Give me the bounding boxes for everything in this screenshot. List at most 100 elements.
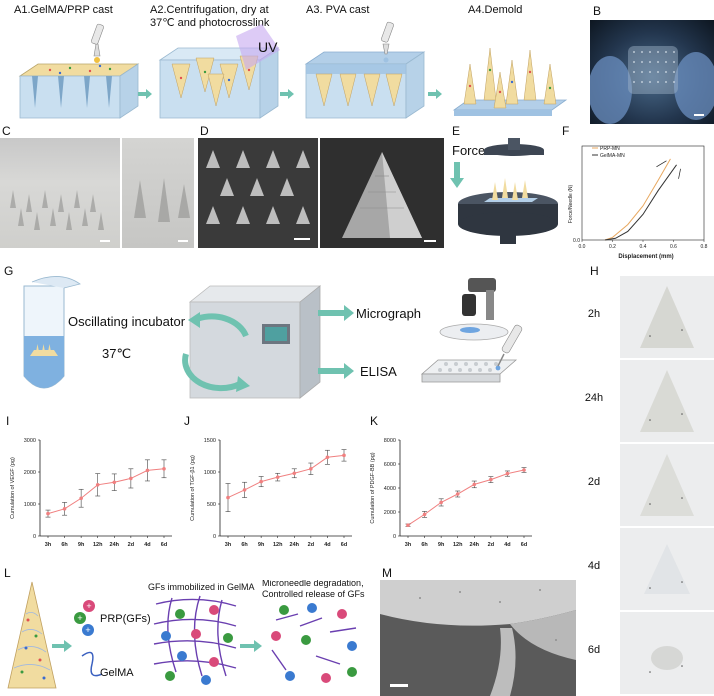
chart-k-series-line [407, 469, 525, 526]
rotation-arrowhead [188, 312, 200, 328]
h-timepoint-label: 2h [587, 308, 601, 320]
scale-bar [100, 240, 110, 242]
pipette-icon [497, 324, 523, 367]
pipette-icon [381, 21, 394, 63]
microscope-icon [439, 278, 509, 341]
schematic-g: Oscillating incubator 37℃ Micrograph ELI… [23, 276, 523, 399]
h-timepoint-label: 4d [587, 560, 601, 572]
h-debris-dot [681, 329, 683, 331]
chart-j-point [325, 455, 330, 460]
chart-j-point [259, 479, 263, 484]
chart-j-point [226, 495, 230, 500]
chart-i-series-line [47, 468, 165, 515]
scale-bar [424, 240, 436, 242]
panel-f-label: F [562, 124, 570, 138]
panel-l-label: L [4, 566, 11, 580]
chart-k-ytick-label: 2000 [384, 510, 396, 516]
chart-k-point [522, 468, 526, 472]
panel-e-label: E [452, 124, 461, 138]
chart-j-series-line [227, 454, 345, 499]
incubator-icon [188, 285, 322, 399]
chart-k-xtick-label: 24h [470, 542, 480, 548]
svg-text:+: + [85, 625, 90, 635]
gfs-immobilized-label: GFs immobilized in GelMA [148, 582, 255, 592]
h-debris-dot [649, 335, 651, 337]
chart-k-point [489, 477, 493, 482]
chart-i-point [79, 496, 83, 501]
chart-k-ytick-label: 6000 [384, 462, 396, 468]
chart-j-xtick-label: 24h [290, 542, 300, 548]
chart-j-xtick-label: 12h [273, 542, 283, 548]
chart-j-point [292, 471, 297, 476]
a1-mold [18, 63, 140, 119]
immobilized-gf-icons [161, 605, 233, 685]
step-a3-title: A3. PVA cast [306, 4, 370, 16]
a3-mold [304, 51, 426, 119]
h-microneedle-shape [640, 286, 694, 348]
h-microneedle-shape [640, 454, 694, 516]
chart-i-xtick-label: 3h [45, 542, 52, 548]
chart-i-ytick-label: 0 [33, 534, 36, 540]
chart-k-ytick-label: 0 [393, 534, 396, 540]
a4-demolded-patch [452, 47, 568, 116]
growth-factor-icons: + + + [74, 600, 95, 636]
gelma-strand-icon [81, 651, 103, 677]
chart-f-annotation-arrow [656, 160, 667, 168]
chart-i-ytick-label: 2000 [24, 470, 36, 476]
chart-i-xtick-label: 2d [128, 542, 134, 548]
step-a2-title-line2: 37℃ and photocrosslink [150, 17, 270, 29]
temperature-label: 37℃ [102, 346, 131, 361]
microneedle-icon [7, 581, 57, 689]
chart-i-point [46, 511, 50, 516]
panel-c-photo-right [122, 138, 194, 248]
panel-b-label: B [593, 4, 602, 18]
panel-i-label: I [6, 414, 10, 428]
rotation-arrowhead [236, 376, 250, 392]
chart-k-xtick-label: 3h [405, 542, 412, 548]
h-microneedle-shape [640, 370, 694, 432]
panel-j-label: J [184, 414, 190, 428]
chart-k-xtick-label: 2d [488, 542, 494, 548]
chart-f-frame [581, 145, 705, 241]
chart-k-xtick-label: 4d [504, 542, 510, 548]
h-degradation-photo [620, 444, 714, 526]
microneedle-patch-photo [590, 46, 714, 124]
chart-f-xlabel: Displacement (mm) [618, 254, 673, 260]
chart-f-xtick-label: 0.0 [579, 244, 586, 250]
chart-f-xtick-label: 0.8 [701, 244, 708, 250]
chart-f-xtick-label: 0.6 [670, 244, 677, 250]
arrow-to-components [52, 640, 72, 652]
h-debris-dot [649, 503, 651, 505]
chart-f-legend-2: GelMA-MN [600, 153, 625, 159]
chart-i-point [112, 480, 117, 485]
chart-k-ylabel: Cumulation of PDGF-BB (pg) [370, 452, 376, 523]
arrow-to-release [240, 640, 262, 652]
chart-k-point [455, 492, 460, 496]
chart-f-ytick-label: 0.0 [573, 238, 580, 244]
chart-j-xtick-label: 6h [241, 542, 248, 548]
h-degradation-photo [620, 612, 714, 694]
step-a1-title: A1.GelMA/PRP cast [14, 4, 113, 16]
scale-bar [294, 238, 310, 240]
panel-m-label: M [382, 566, 392, 580]
chart-i-xtick-label: 4d [144, 542, 150, 548]
chart-k-xtick-label: 6d [521, 542, 527, 548]
chart-j-ytick-label: 500 [207, 502, 216, 508]
schematic-e: Force [450, 138, 558, 244]
chart-k-xtick-label: 9h [438, 542, 445, 548]
degradation-label-line1: Microneedle degradation, [262, 580, 364, 588]
chart-k-point [406, 523, 410, 527]
panel-d-label: D [200, 124, 209, 138]
panel-h-label: H [590, 264, 599, 278]
chart-i-point [145, 468, 150, 473]
h-residue-shape [651, 646, 683, 670]
force-label: Force [452, 143, 485, 158]
h-debris-dot [649, 671, 651, 673]
step-a4-title: A4.Demold [468, 4, 523, 16]
h-microneedle-shape [644, 544, 690, 594]
svg-text:+: + [86, 601, 91, 611]
step-a2-title-line1: A2.Centrifugation, dry at [150, 4, 269, 16]
chart-i-xtick-label: 6d [161, 542, 167, 548]
